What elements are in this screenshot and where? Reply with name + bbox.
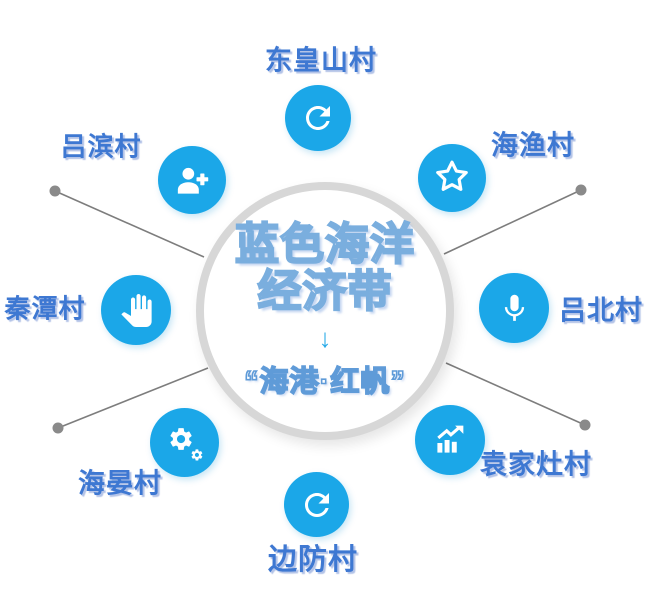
village-label-lyubei: 吕北村 [559,295,643,326]
village-node-bianfang [284,472,349,537]
refresh-icon [306,106,330,130]
down-arrow: ↓ [318,322,332,353]
village-label-haiyan: 海晏村 [78,468,162,499]
center-title-line2: 经济带 [257,267,393,316]
village-node-lyubei [479,273,549,343]
village-node-haiyan [150,408,219,477]
gears-icon [169,427,202,460]
village-label-donghuangshan: 东皇山村 [265,45,377,76]
chart-up-icon [437,425,464,453]
village-node-yuanjiazao [415,405,485,475]
village-label-lyubin: 吕滨村 [60,131,142,162]
village-label-haiyu: 海渔村 [491,130,575,161]
person-add-icon [177,167,208,194]
village-label-yuanjiazao: 袁家灶村 [480,449,592,480]
village-node-haiyu [418,144,486,212]
village-node-qintan [101,275,171,345]
village-label-qintan: 秦潭村 [4,293,86,324]
center-circle [196,182,454,440]
center-subtitle: “海港·红帆” [243,365,406,399]
microphone-icon [504,294,524,321]
star-icon [436,160,468,191]
village-node-lyubin [158,146,226,214]
village-node-donghuangshan [285,85,351,151]
refresh-icon [304,492,329,517]
center-content: 蓝色海洋 经济带 ↓ “海港·红帆” [196,182,454,440]
village-label-bianfang: 边防村 [267,544,359,576]
hand-icon [120,293,152,327]
center-title-line1: 蓝色海洋 [234,220,415,270]
